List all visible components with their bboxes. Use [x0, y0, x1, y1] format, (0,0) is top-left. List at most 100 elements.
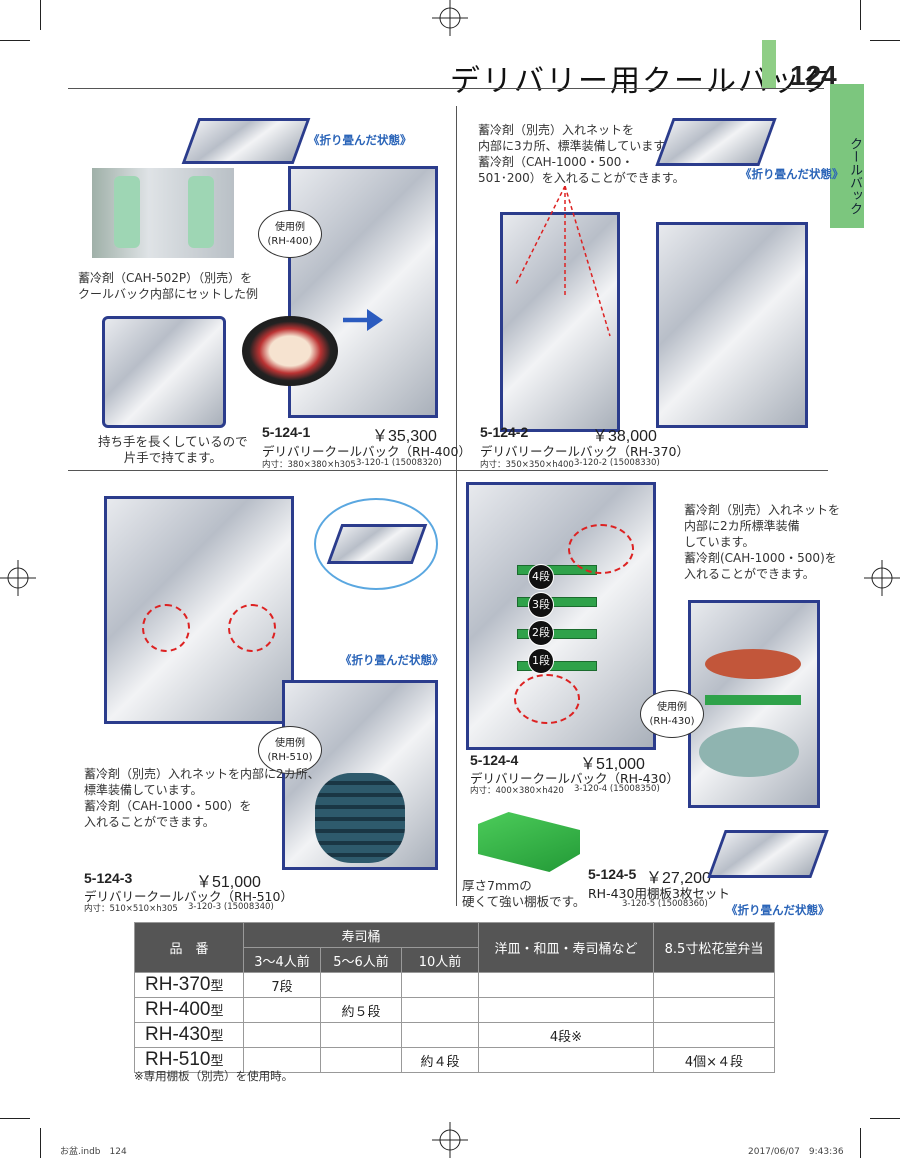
footer-file: お盆.indb 124 [60, 1147, 127, 1157]
table-cell [653, 972, 775, 998]
product-name: デリバリークールバック（RH-510） [84, 889, 293, 904]
folded-bag-image [707, 830, 829, 878]
table-cell [653, 997, 775, 1023]
column-divider [456, 106, 457, 906]
table-cell [320, 1047, 402, 1073]
folded-image-circle [314, 498, 438, 590]
product-code: 5-124-4 [470, 752, 519, 768]
net-location-marker [142, 604, 190, 652]
table-cell: 7段 [243, 972, 321, 998]
product-image-rh370-open [500, 212, 620, 432]
product-dimensions: 内寸：400×380×h420 [470, 786, 564, 796]
product-price: ￥51,000 [580, 756, 645, 773]
table-subheader: 3〜4人前 [243, 947, 321, 973]
product-code: 5-124-1 [262, 424, 311, 440]
table-cell: 4段※ [478, 1022, 654, 1048]
usage-example-badge: 使用例(RH-510) [258, 726, 322, 774]
table-cell: 約４段 [401, 1047, 479, 1073]
crop-mark [870, 1118, 900, 1119]
table-cell [243, 997, 321, 1023]
table-cell [320, 972, 402, 998]
table-row: RH-430型 4段※ [134, 1022, 775, 1048]
table-cell [478, 997, 654, 1023]
product-name: デリバリークールバック（RH-400） [262, 444, 471, 459]
table-cell: 約５段 [320, 997, 402, 1023]
header-rule [68, 88, 824, 89]
page-title: デリバリー用クールバック [450, 64, 834, 99]
table-row: RH-510型 約４段 4個×４段 [134, 1047, 775, 1073]
cooling-pack-photo [92, 168, 234, 258]
table-cell [478, 1047, 654, 1073]
board-note: 厚さ7mmの 硬くて強い棚板です。 [462, 878, 586, 909]
row-divider [68, 470, 828, 471]
table-cell [401, 1022, 479, 1048]
table-header-sushi: 寿司桶 [243, 922, 479, 948]
product-dimensions: 内寸：380×380×h305 [262, 460, 356, 470]
crop-mark [860, 1128, 861, 1158]
shelf-label: 1段 [528, 648, 554, 674]
table-cell: 4個×４段 [653, 1047, 775, 1073]
table-header-model: 品 番 [134, 922, 244, 973]
crop-mark [40, 0, 41, 30]
page-number: 124 [790, 60, 837, 91]
product-image-rh510-usage [282, 680, 438, 870]
product-name: デリバリークールバック（RH-430） [470, 771, 679, 786]
net-location-marker [568, 524, 634, 574]
product-ref: 3-120-4 (15008350) [574, 784, 660, 794]
registration-mark-top [432, 0, 468, 36]
registration-mark-bottom [432, 1122, 468, 1158]
product-image-rh400 [288, 166, 438, 418]
product-dimensions: 内寸：510×510×h305 [84, 904, 178, 914]
crop-mark [860, 0, 861, 30]
crop-mark [0, 40, 30, 41]
side-tab: クールバック [830, 84, 864, 228]
product-ref: 3-120-5 (15008360) [622, 899, 708, 909]
table-header-bento: 8.5寸松花堂弁当 [653, 922, 775, 973]
spec-table: 品 番 寿司桶 洋皿・和皿・寿司桶など 8.5寸松花堂弁当 3〜4人前 5〜6人… [134, 922, 775, 1073]
table-subheader: 10人前 [401, 947, 479, 973]
folded-label: 《折り畳んだ状態》 [308, 133, 412, 147]
model-cell: RH-370型 [134, 972, 244, 998]
table-cell [653, 1022, 775, 1048]
crop-mark [870, 40, 900, 41]
crop-mark [40, 1128, 41, 1158]
product-price: ￥35,300 [372, 428, 437, 445]
table-cell [401, 997, 479, 1023]
folded-label: 《折り畳んだ状態》 [726, 903, 830, 917]
title-accent-bar [762, 40, 776, 88]
net-note: 蓄冷剤（別売）入れネットを 内部に2カ所標準装備 しています。 蓄冷剤(CAH-… [684, 503, 841, 581]
model-cell: RH-400型 [134, 997, 244, 1023]
model-cell: RH-430型 [134, 1022, 244, 1048]
product-code: 5-124-3 [84, 870, 133, 886]
usage-example-badge: 使用例(RH-430) [640, 690, 704, 738]
registration-mark-left [0, 560, 36, 596]
table-cell [243, 1022, 321, 1048]
table-cell [478, 972, 654, 998]
table-header-plates: 洋皿・和皿・寿司桶など [478, 922, 654, 973]
net-location-marker [514, 674, 580, 724]
product-price: ￥51,000 [196, 874, 261, 891]
folded-bag-image [655, 118, 777, 166]
product-price: ￥27,200 [646, 870, 711, 887]
product-code: 5-124-5 [588, 866, 637, 882]
sushi-tray-image [242, 316, 338, 386]
table-footnote: ※専用棚板（別売）を使用時。 [134, 1069, 294, 1083]
product-ref: 3-120-1 (15008320) [356, 458, 442, 468]
usage-example-badge: 使用例(RH-400) [258, 210, 322, 258]
cooling-pack-note: 蓄冷剤（CAH-502P）（別売）を クールバック内部にセットした例 [78, 271, 259, 301]
product-code: 5-124-2 [480, 424, 529, 440]
net-note: 蓄冷剤（別売）入れネットを 内部に3カ所、標準装備しています。 蓄冷剤（CAH-… [478, 123, 685, 185]
folded-label: 《折り畳んだ状態》 [340, 653, 444, 667]
registration-mark-right [864, 560, 900, 596]
product-image-rh430-usage [688, 600, 820, 808]
product-name: デリバリークールバック（RH-370） [480, 444, 689, 459]
callout-lines [514, 186, 611, 337]
product-ref: 3-120-3 (15008340) [188, 902, 274, 912]
handle-note: 持ち手を長くしているので 片手で持てます。 [98, 434, 248, 465]
crop-mark [0, 1118, 30, 1119]
product-ref: 3-120-2 (15008330) [574, 458, 660, 468]
table-subheader: 5〜6人前 [320, 947, 402, 973]
folded-label: 《折り畳んだ状態》 [740, 167, 844, 181]
model-cell: RH-510型 [134, 1047, 244, 1073]
product-image-rh370 [656, 222, 808, 428]
